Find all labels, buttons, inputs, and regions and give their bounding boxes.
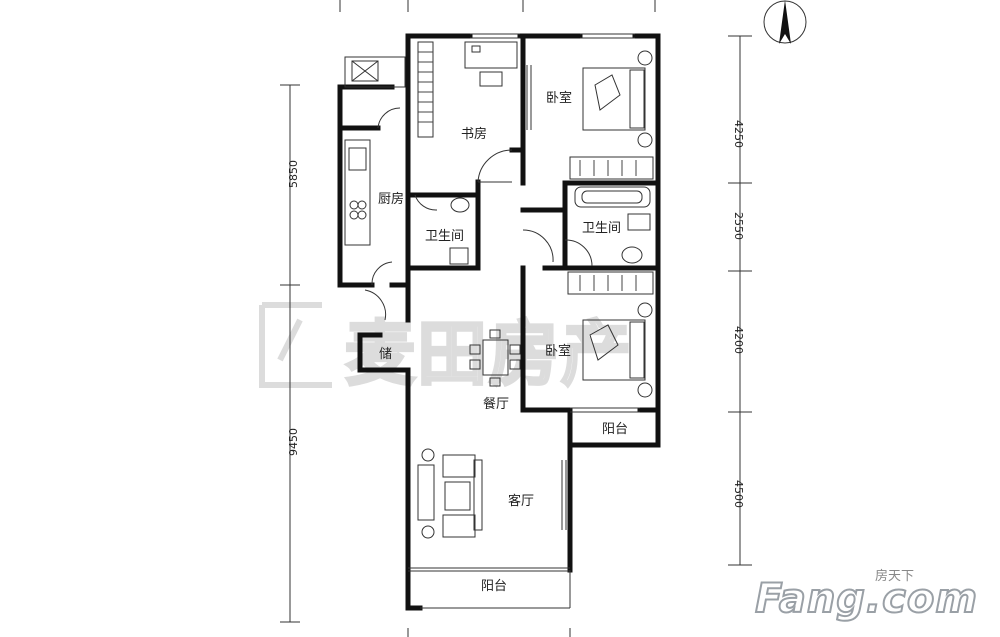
logo-cn-text: 房天下 <box>874 569 914 584</box>
room-label-storage: 储 <box>379 347 392 362</box>
room-label-balcony-2: 阳台 <box>481 579 507 594</box>
room-label-living: 客厅 <box>508 493 534 509</box>
room-label-bathroom-2: 卫生间 <box>582 221 621 236</box>
room-label-study: 书房 <box>461 126 487 142</box>
tick-stubs <box>339 0 656 637</box>
room-label-dining: 餐厅 <box>483 396 509 412</box>
room-label-bedroom-2: 卧室 <box>545 343 571 359</box>
dim-right-3: 4200 <box>732 326 745 354</box>
watermark-logo-icon <box>259 302 332 388</box>
dim-right-2: 2550 <box>732 212 745 240</box>
dim-left-top: 5850 <box>287 160 300 188</box>
thin-lines <box>344 33 654 609</box>
room-label-bathroom-1: 卫生间 <box>425 229 464 244</box>
site-logo: 房天下 Fang.com <box>754 569 978 622</box>
room-label-kitchen: 厨房 <box>378 191 404 207</box>
north-arrow-icon <box>763 0 807 44</box>
dim-left-bottom: 9450 <box>287 428 300 456</box>
left-dimensions <box>280 84 300 623</box>
room-label-bedroom-1: 卧室 <box>546 90 572 106</box>
walls <box>337 33 661 611</box>
logo-brand-text: Fang.com <box>754 576 978 622</box>
watermark: 麦田房产 <box>259 302 633 397</box>
right-dimensions <box>728 35 752 566</box>
room-label-balcony-1: 阳台 <box>602 422 628 437</box>
dim-right-1: 4250 <box>732 120 745 148</box>
watermark-text: 麦田房产 <box>345 313 633 395</box>
dim-right-4: 4500 <box>732 480 745 508</box>
